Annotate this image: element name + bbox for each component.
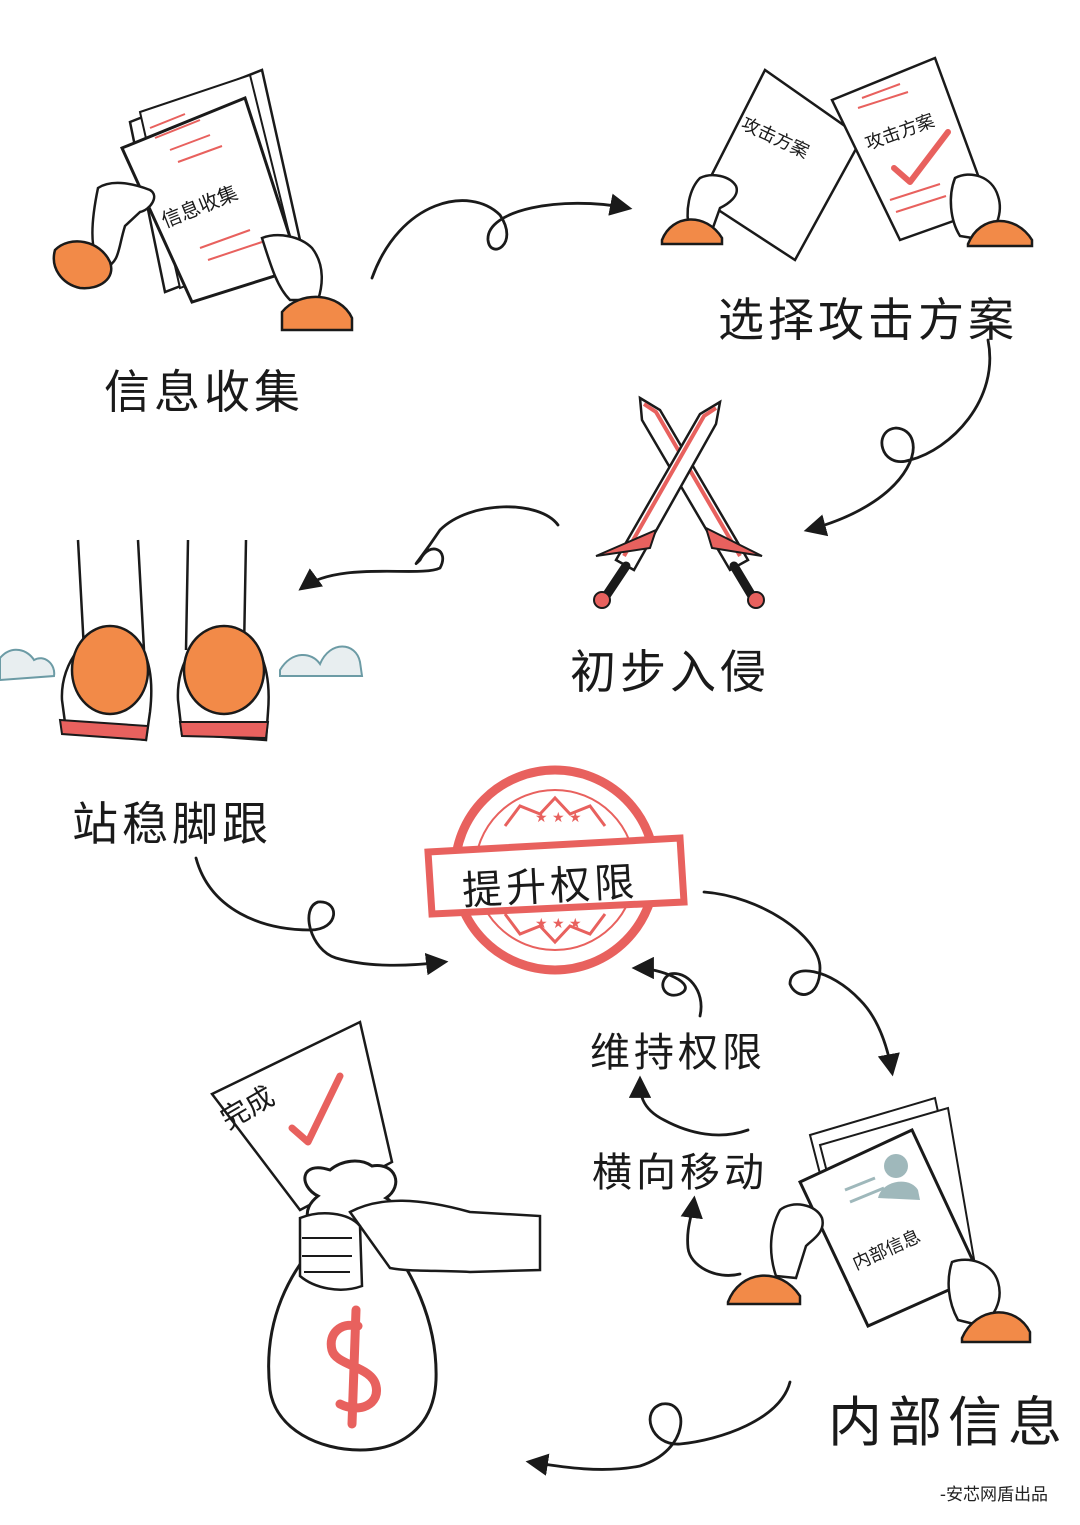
svg-text:★ ★ ★: ★ ★ ★	[535, 916, 582, 932]
arrow-internal-to-done	[530, 1382, 790, 1469]
step-label-internal-info: 内部信息	[828, 1378, 1068, 1457]
arrow-foothold-to-escalate	[196, 858, 444, 965]
arrow-maintain-to-escalate	[636, 968, 701, 1016]
arrow-intrusion-to-foothold	[302, 507, 558, 588]
arrow-plan-to-intrusion	[808, 340, 990, 530]
step-label-initial-intrusion: 初步入侵	[570, 636, 770, 702]
plan-documents: 攻击方案 攻击方案	[662, 58, 1032, 260]
svg-text:★ ★ ★: ★ ★ ★	[535, 810, 582, 826]
step-label-foothold: 站稳脚跟	[72, 788, 272, 854]
internal-documents: 内部信息	[728, 1098, 1030, 1342]
arrow-internal-to-lateral	[688, 1200, 740, 1275]
arrow-info-to-plan	[372, 201, 628, 278]
feet-icon	[0, 540, 362, 740]
step-label-lateral-movement: 横向移动	[592, 1140, 768, 1198]
avatar-icon	[884, 1154, 908, 1178]
arrow-lateral-to-maintain	[640, 1080, 748, 1135]
step-label-choose-attack: 选择攻击方案	[718, 284, 1018, 350]
crossed-swords-icon	[594, 398, 764, 608]
step-label-privilege-escalation: 提升权限	[461, 849, 640, 916]
step-label-recon: 信息收集	[104, 356, 304, 422]
step-label-maintain-access: 维持权限	[590, 1020, 766, 1078]
credit-text: -安芯网盾出品	[940, 1480, 1048, 1505]
money-bag-icon: 完成 $	[212, 1022, 540, 1450]
cloud-icon	[280, 647, 362, 677]
cloud-icon	[0, 650, 54, 680]
